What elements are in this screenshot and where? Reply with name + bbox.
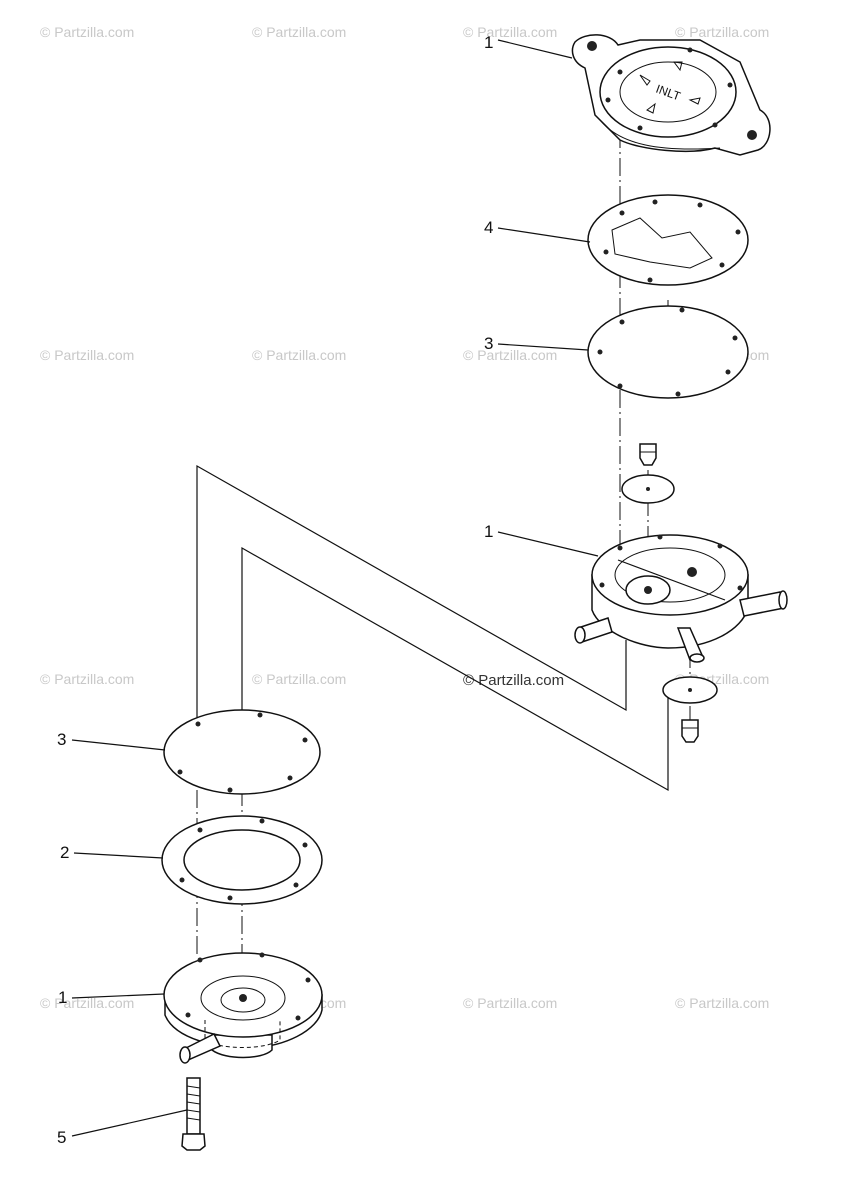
watermark: © Partzilla.com	[463, 24, 557, 40]
pump-cover-top: INLT	[571, 34, 771, 156]
watermark: © Partzilla.com	[463, 995, 557, 1011]
bolt-5	[181, 1077, 206, 1151]
watermark: © Partzilla.com	[40, 995, 134, 1011]
check-valve-lower	[662, 676, 718, 743]
pump-base-lower	[163, 952, 323, 1064]
pump-body-middle	[574, 534, 788, 663]
watermark-grid: © Partzilla.com © Partzilla.com © Partzi…	[40, 24, 769, 1011]
routing-lines	[196, 464, 669, 792]
diaphragm-3-top	[587, 305, 749, 399]
ring-gasket-2	[161, 815, 323, 905]
callout-5: 5	[57, 1128, 66, 1147]
callout-3-top: 3	[484, 334, 493, 353]
callout-1-top: 1	[484, 33, 493, 52]
watermark: © Partzilla.com	[463, 347, 557, 363]
callout-1-lower: 1	[58, 988, 67, 1007]
watermark: © Partzilla.com	[40, 347, 134, 363]
watermark: © Partzilla.com	[252, 24, 346, 40]
watermark: © Partzilla.com	[252, 347, 346, 363]
watermark-center: © Partzilla.com	[463, 672, 564, 689]
watermark: © Partzilla.com	[40, 24, 134, 40]
watermark: © Partzilla.com	[252, 671, 346, 687]
callout-3-lower: 3	[57, 730, 66, 749]
watermark: © Partzilla.com	[675, 24, 769, 40]
callout-2: 2	[60, 843, 69, 862]
diaphragm-3-lower	[163, 709, 321, 795]
watermark: © Partzilla.com	[40, 671, 134, 687]
callout-4: 4	[484, 218, 493, 237]
watermark: © Partzilla.com	[675, 995, 769, 1011]
check-valve-top	[621, 443, 675, 504]
gasket-diaphragm-4	[587, 194, 749, 286]
callout-1-middle: 1	[484, 522, 493, 541]
callouts: 1 4 3 1 3 2 1 5	[57, 33, 599, 1147]
